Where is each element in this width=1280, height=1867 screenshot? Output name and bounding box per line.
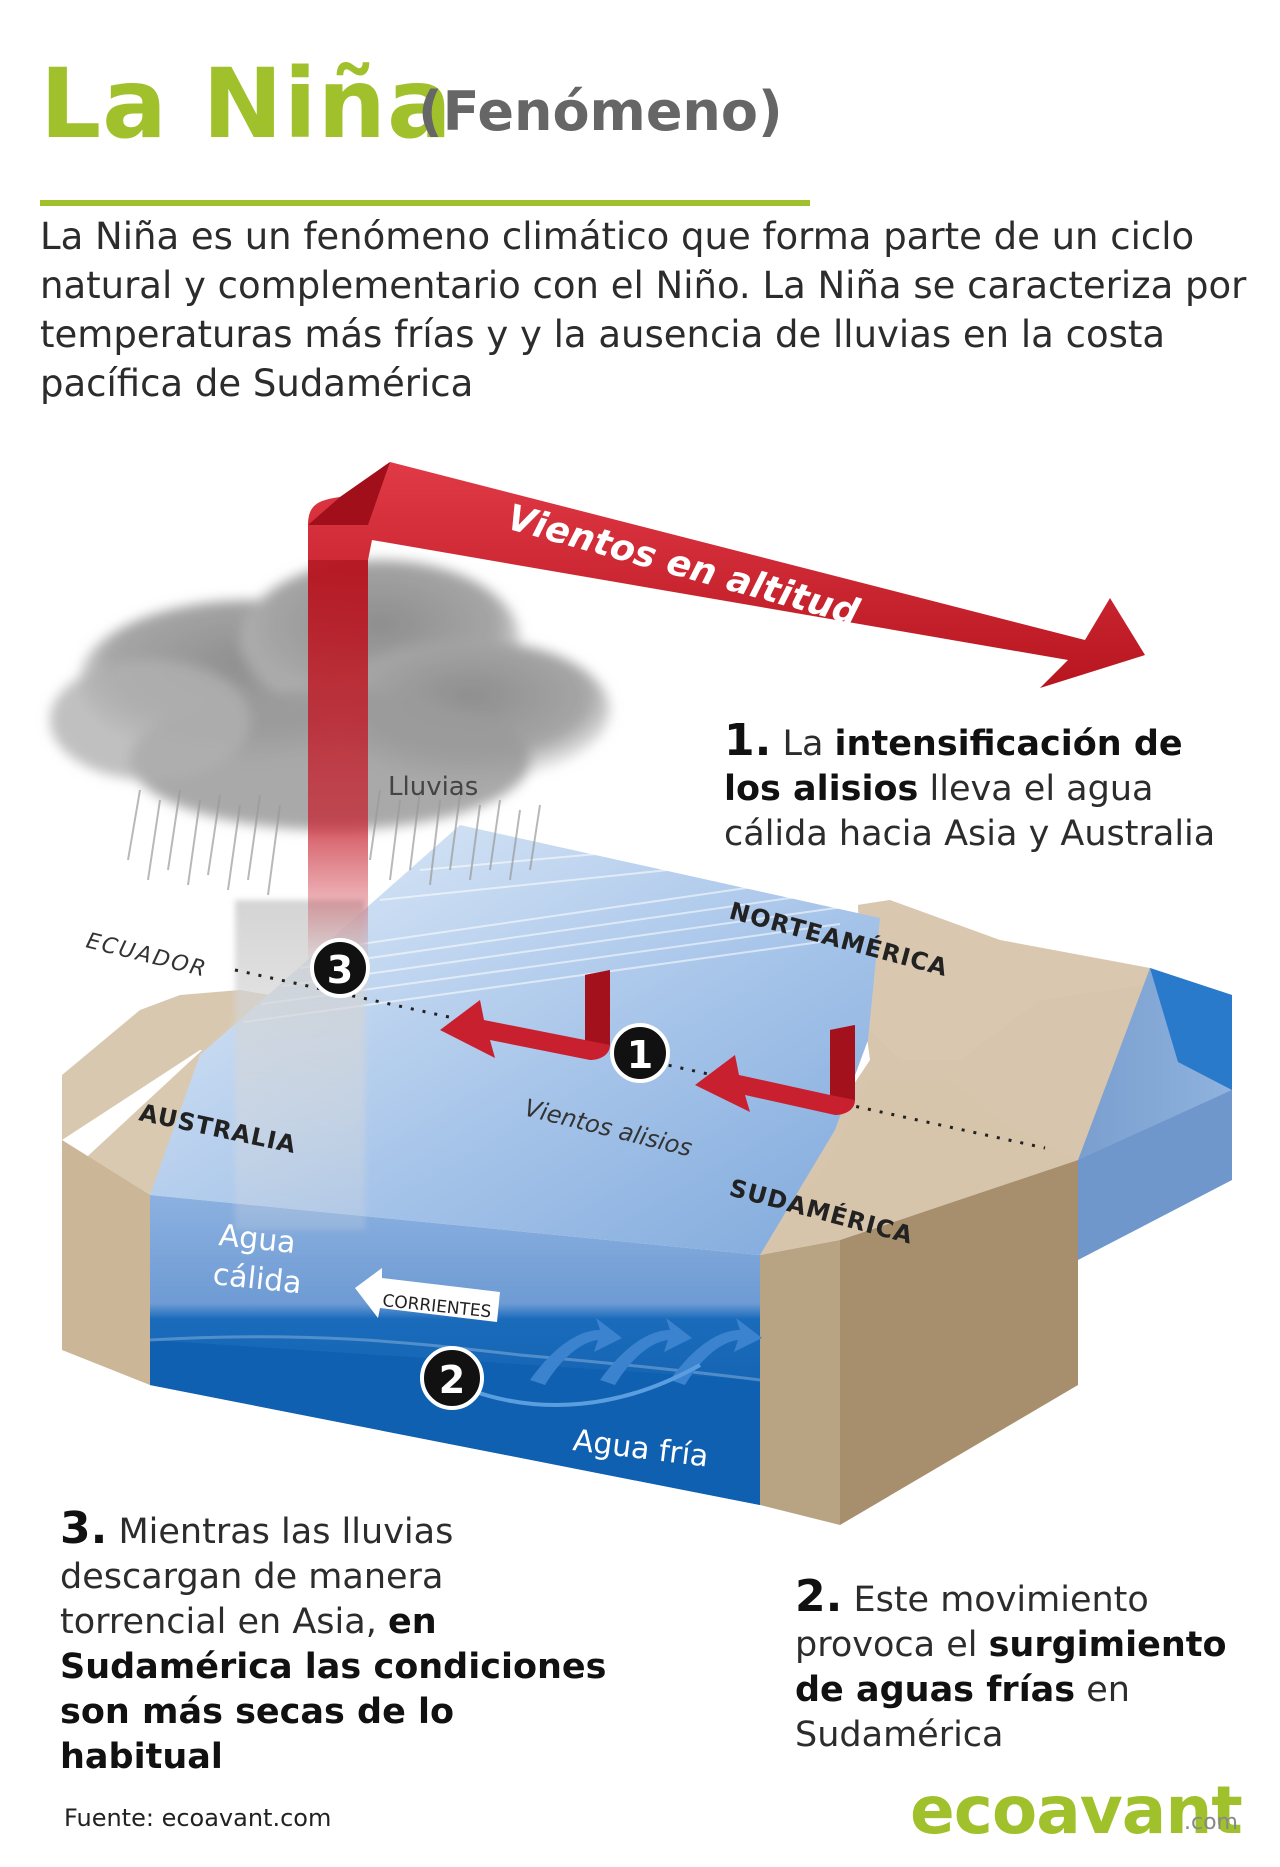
rains-label: Lluvias <box>388 772 478 802</box>
wind-arrow-icon <box>695 1025 855 1115</box>
front-land-right <box>760 1240 840 1525</box>
logo-suffix: .com <box>1184 1810 1238 1835</box>
source-credit: Fuente: ecoavant.com <box>64 1804 332 1832</box>
intro-paragraph: La Niña es un fenómeno climático que for… <box>40 215 1247 405</box>
marker-1: 1 <box>610 1023 670 1083</box>
marker-3: 3 <box>310 938 370 998</box>
la-nina-diagram: Vientos en altitud Lluvias ECUADOR Vient… <box>50 462 1232 1525</box>
callout-number: 2. <box>795 1571 843 1622</box>
title-divider <box>40 200 810 206</box>
callout-3: 3. Mientras las lluvias descargan de man… <box>60 1503 607 1777</box>
wind-arrow-icon <box>830 1025 855 1100</box>
upwelling-swirl <box>469 1363 701 1407</box>
thermocline <box>149 1335 761 1382</box>
current-arrow-icon <box>530 1318 622 1385</box>
svg-text:3: 3 <box>327 948 353 992</box>
rain-icon <box>127 789 541 896</box>
current-arrow-icon <box>355 1268 500 1322</box>
north-america-land <box>858 900 1150 1060</box>
callout-1: 1. La intensificación de los alisios lle… <box>724 715 1216 854</box>
side-ocean-right <box>1078 1090 1232 1260</box>
callout-2: 2. Este movimiento provoca el surgimient… <box>795 1571 1227 1755</box>
wind-arrow-icon <box>308 462 1145 688</box>
svg-text:1: 1 <box>627 1033 653 1077</box>
rising-air-column <box>308 525 368 965</box>
wind-arrow-icon <box>440 970 610 1060</box>
callout-number: 3. <box>60 1503 108 1554</box>
ecoavant-logo: ecoavant <box>910 1772 1243 1849</box>
front-land-left <box>62 1140 150 1385</box>
trade-wind-arrows <box>440 970 855 1115</box>
current-arrow-icon <box>600 1318 692 1385</box>
wind-arrow-icon <box>585 970 610 1045</box>
ribbon-fold <box>308 462 390 525</box>
equator-label: ECUADOR <box>84 929 210 983</box>
warm-water-label-1: Agua <box>217 1218 297 1261</box>
page-subtitle: (Fenómeno) <box>418 80 783 143</box>
south-america-land <box>760 1080 1078 1255</box>
side-land-right <box>840 1160 1078 1525</box>
ocean-right-deep <box>1150 968 1232 1090</box>
svg-text:2: 2 <box>439 1358 465 1402</box>
marker-2: 2 <box>420 1346 484 1410</box>
callout-number: 1. <box>724 715 772 766</box>
page-title: La Niña <box>40 48 453 160</box>
title-block: La Niña (Fenómeno) <box>40 40 810 206</box>
